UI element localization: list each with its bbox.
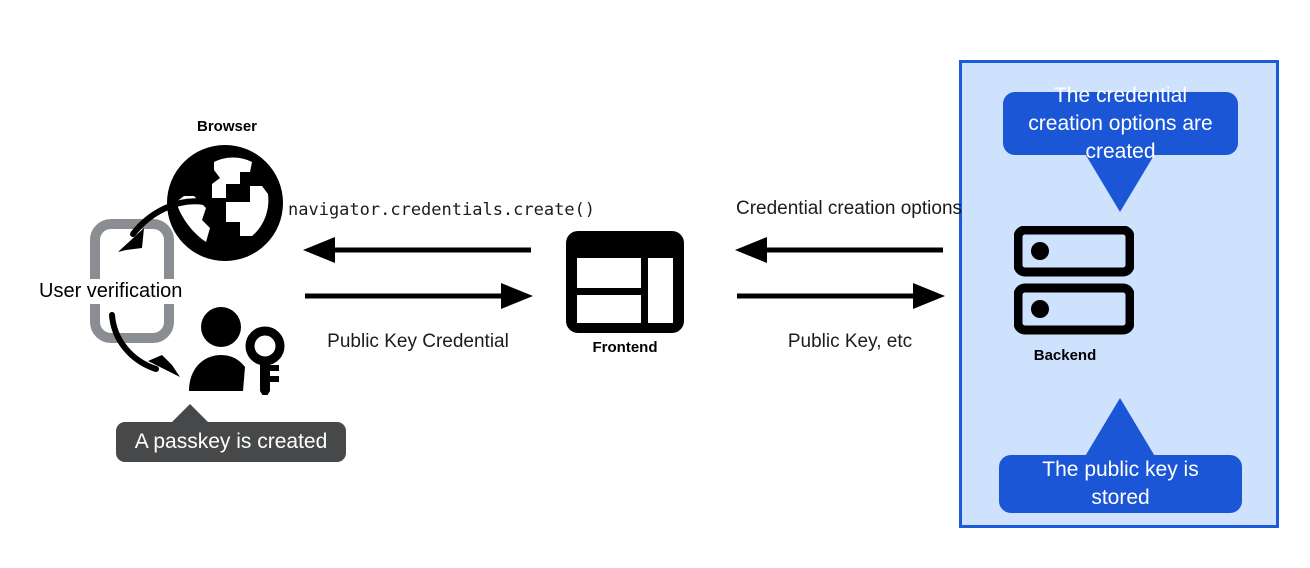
flow-label-navigator-create: navigator.credentials.create() [288,200,596,220]
tooltip-passkey-created: A passkey is created [116,422,346,462]
server-rack-icon [1014,226,1134,336]
callout-public-key-stored: The public key is stored [999,455,1242,513]
callout-credential-options-created: The credential creation options are crea… [1003,84,1238,163]
arrow-device-to-user-icon [100,305,210,385]
globe-icon [164,142,286,264]
arrow-backend-to-frontend [735,236,945,264]
user-with-key-icon [185,305,289,395]
flow-label-public-key-etc: Public Key, etc [787,331,913,352]
flow-label-public-key-credential: Public Key Credential [327,331,509,352]
browser-node-label: Browser [196,118,258,135]
flow-label-credential-creation-options: Credential creation options [735,198,963,219]
arrow-browser-to-device-icon [100,190,210,280]
layout-window-icon [566,231,684,333]
tooltip-tail-icon [168,404,212,426]
arrow-frontend-to-browser [303,236,533,264]
callout-tail-down-icon [1084,152,1156,212]
callout-tail-up-icon [1084,398,1156,458]
backend-node-label: Backend [1033,347,1097,364]
arrow-browser-to-frontend [303,282,533,310]
user-verification-label: User verification [36,279,186,304]
arrow-frontend-to-backend [735,282,945,310]
frontend-node-label: Frontend [592,339,658,356]
